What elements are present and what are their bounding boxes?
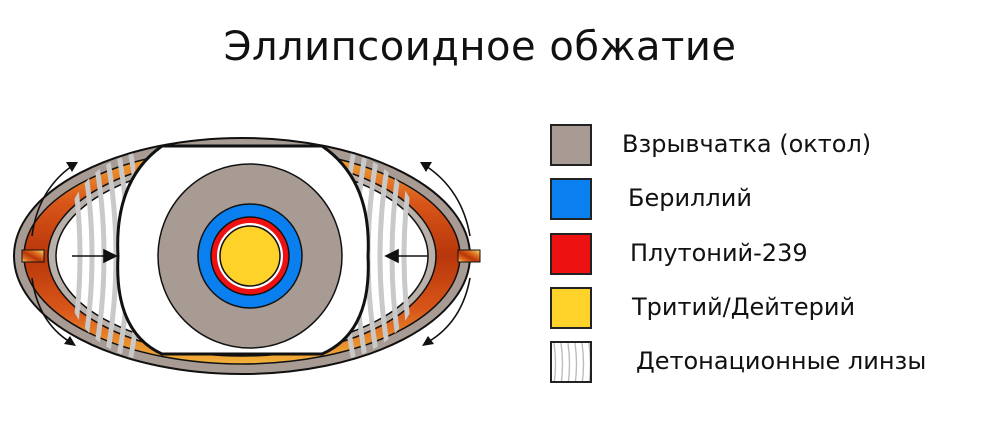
legend-label-beryllium: Бериллий: [628, 184, 752, 212]
right-detonator: [457, 249, 481, 263]
curved-arrow-icon: [31, 165, 471, 343]
curved-arrow-head-tl: [66, 162, 78, 172]
legend-label-lenses: Детонационные линзы: [636, 347, 927, 375]
legend-item-beryllium: Бериллий: [550, 178, 990, 222]
legend-item-lenses: Детонационные линзы: [550, 341, 990, 385]
left-detonator: [21, 249, 45, 263]
tritium-swatch: [550, 287, 592, 329]
arrow-right-icon: [72, 248, 118, 264]
arrow-left-icon: [384, 248, 428, 264]
legend-label-tritium: Тритий/Дейтерий: [632, 293, 856, 321]
legend-item-plutonium: Плутоний-239: [550, 233, 990, 277]
curved-arrow-head-bl: [64, 336, 76, 346]
plutonium-swatch: [550, 233, 592, 275]
legend-item-tritium: Тритий/Дейтерий: [550, 287, 990, 331]
beryllium-swatch: [550, 178, 592, 220]
legend-label-explosive: Взрывчатка (октол): [622, 130, 872, 158]
curved-arrow-head-tr: [420, 162, 432, 172]
legend-item-explosive: Взрывчатка (октол): [550, 124, 990, 168]
explosive-swatch: [550, 124, 592, 166]
tritium-core: [219, 225, 281, 287]
lenses-swatch-pattern: [552, 343, 590, 381]
diagram-title: Эллипсоидное обжатие: [223, 24, 737, 70]
legend-label-plutonium: Плутоний-239: [630, 239, 808, 267]
curved-arrow-head-br: [422, 336, 434, 346]
lenses-swatch: [550, 341, 592, 383]
ellipsoid-implosion-diagram: [13, 137, 481, 375]
legend: Взрывчатка (октол) Бериллий Плутоний-239…: [550, 0, 990, 421]
